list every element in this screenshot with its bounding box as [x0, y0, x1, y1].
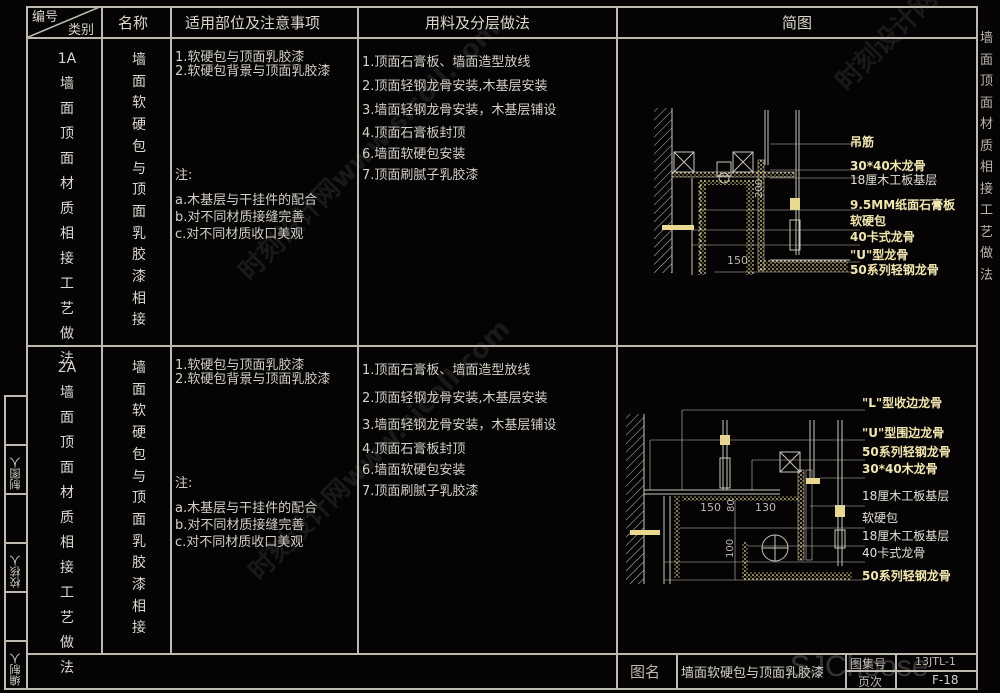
row-method: 1.顶面石膏板、墙面造型放线 2.顶面轻钢龙骨安装,木基层安装 3.墙面轻钢龙骨…: [362, 363, 557, 499]
grid-line: [4, 591, 27, 593]
grid-line: [676, 653, 678, 689]
watermark: 时刻设计网: [830, 0, 944, 97]
grid-line: [26, 6, 978, 8]
title-block-page-value: F-18: [932, 673, 959, 687]
row-notes: a.木基层与干挂件的配合 b.对不同材质接缝完善 c.对不同材质收口美观: [175, 193, 318, 242]
diagram-label: "U"型围边龙骨: [862, 426, 945, 440]
sign-drawn-by: 制图人: [9, 457, 22, 490]
row-code-category: 2A 墙面顶面材质相接工艺做法: [57, 360, 77, 676]
title-block-drawing-name: 墙面软硬包与顶面乳胶漆: [681, 666, 825, 681]
grid-line: [976, 6, 978, 689]
row-name: 墙面软硬包与顶面乳胶漆相接: [132, 52, 146, 329]
grid-line: [4, 640, 27, 642]
grid-line: [616, 653, 618, 689]
row-note-label: 注:: [175, 476, 193, 491]
diagram-label: 40卡式龙骨: [862, 546, 926, 560]
diagram-label: 软硬包: [862, 511, 899, 525]
grid-line: [170, 6, 172, 654]
sign-compiled-by: 编制人: [9, 653, 22, 686]
dimension-150: 150: [727, 254, 748, 267]
watermark: SJChoose: [790, 650, 929, 683]
row-name: 墙面软硬包与顶面乳胶漆相接: [132, 360, 146, 637]
header-category-label: 类别: [68, 23, 95, 38]
diagram-label: 9.5MM纸面石膏板: [850, 198, 956, 212]
sign-checked-by: 校核人: [9, 555, 22, 588]
header-scope: 适用部位及注意事项: [185, 14, 321, 32]
diagram-label: 18厘木工板基层: [862, 489, 950, 503]
header-code-label: 编号: [32, 10, 59, 25]
diagram-label: 50系列轻钢龙骨: [850, 263, 939, 277]
grid-line: [845, 670, 977, 672]
grid-line: [4, 493, 27, 495]
cad-detail-drawing: [626, 409, 865, 584]
grid-line: [4, 395, 27, 397]
row-note-label: 注:: [175, 168, 193, 183]
diagram-label: 50系列轻钢龙骨: [862, 445, 951, 459]
diagram-label: 18厘木工板基层: [850, 173, 938, 187]
diagram-label: 软硬包: [850, 214, 887, 228]
dimension-200: 200: [754, 178, 765, 198]
grid-line: [4, 688, 978, 690]
row-notes: a.木基层与干挂件的配合 b.对不同材质接缝完善 c.对不同材质收口美观: [175, 501, 318, 550]
dimension-100: 100: [725, 538, 736, 558]
dimension-150: 150: [700, 501, 721, 514]
grid-line: [26, 345, 978, 347]
diagram-label: 30*40木龙骨: [862, 462, 938, 476]
diagram-label: 30*40木龙骨: [850, 159, 926, 173]
grid-line: [357, 6, 359, 654]
grid-line: [26, 37, 978, 39]
right-margin-title: 墙面顶面材质相接工艺做法: [980, 31, 994, 283]
row-code-category: 1A 墙面顶面材质相接工艺做法: [57, 51, 77, 367]
diagram-label: 40卡式龙骨: [850, 230, 915, 244]
cad-detail-drawing: [654, 108, 860, 275]
diagram-label: 吊筋: [850, 135, 875, 149]
header-diagonal: [26, 6, 102, 38]
grid-line: [4, 444, 27, 446]
title-block-name-label: 图名: [630, 663, 661, 681]
title-block-atlas-value: 13JTL-1: [915, 655, 956, 668]
grid-line: [26, 6, 28, 689]
diagram-label: 18厘木工板基层: [862, 529, 950, 543]
dimension-130: 130: [755, 501, 776, 514]
row-method: 1.顶面石膏板、墙面造型放线 2.顶面轻钢龙骨安装,木基层安装 3.墙面轻钢龙骨…: [362, 55, 557, 183]
row-scope: 1.软硬包与顶面乳胶漆 2.软硬包背景与顶面乳胶漆: [175, 358, 331, 387]
diagram-label: "L"型收边龙骨: [862, 396, 943, 410]
title-block-page-label: 页次: [858, 675, 883, 689]
grid-line: [616, 6, 618, 654]
row-scope: 1.软硬包与顶面乳胶漆 2.软硬包背景与顶面乳胶漆: [175, 50, 331, 79]
header-diagram: 简图: [782, 14, 813, 32]
header-name: 名称: [118, 14, 149, 32]
dimension-80: 80: [726, 499, 737, 512]
grid-line: [101, 6, 103, 654]
grid-line: [4, 542, 27, 544]
title-block-atlas-label: 图集号: [850, 657, 887, 671]
diagram-label: 50系列轻钢龙骨: [862, 569, 951, 583]
header-method: 用料及分层做法: [425, 14, 531, 32]
grid-line: [26, 653, 978, 655]
diagram-label: "U"型龙骨: [850, 248, 909, 262]
